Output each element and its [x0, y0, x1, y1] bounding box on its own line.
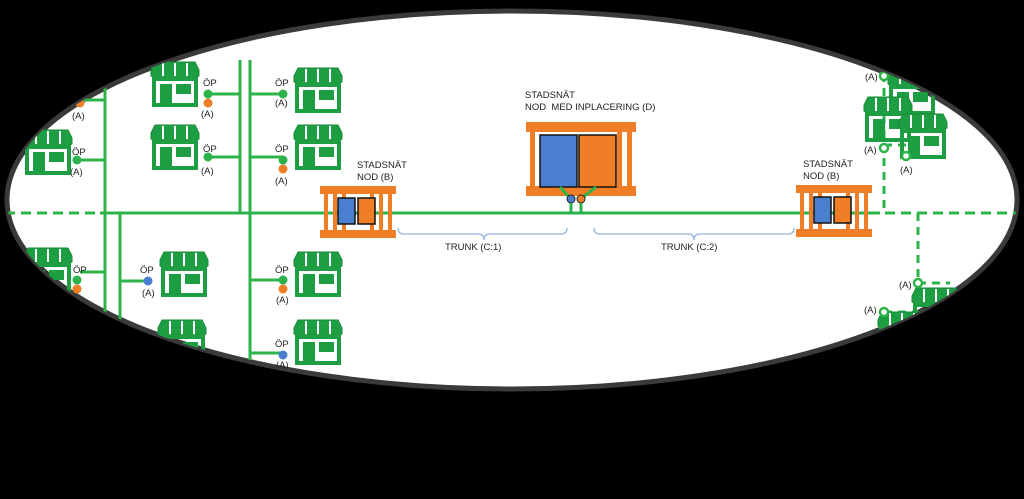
- access-point-dot-icon: [143, 276, 153, 286]
- access-point-group: ÖP (A) ÖP (A) ÖP (A) ÖP (A) ÖP (A) (A) Ö…: [70, 78, 289, 371]
- access-point-dot-icon: [278, 155, 288, 165]
- customer-label: (A): [70, 167, 83, 178]
- city-node-right-title: STADSNÄT: [803, 159, 853, 170]
- access-point-label: ÖP: [275, 144, 289, 155]
- access-point-dot-icon: [72, 284, 82, 294]
- trunk-1-label: TRUNK (C:1): [445, 242, 501, 253]
- access-point-dot-icon: [278, 275, 288, 285]
- access-point-dot-icon: [72, 275, 82, 285]
- access-point-dot-icon: [203, 152, 213, 162]
- access-point-dot-icon: [278, 284, 288, 294]
- right-access-points: [878, 70, 924, 318]
- city-node-right-subtitle: NOD (B): [803, 171, 839, 182]
- zoom-ellipse: [4, 8, 1020, 392]
- customer-label: (A): [201, 166, 214, 177]
- customer-label: (A): [276, 295, 289, 306]
- access-point-dot-icon: [278, 164, 288, 174]
- access-point-dot-icon: [878, 142, 890, 154]
- customer-label: (A): [201, 109, 214, 120]
- access-point-dot-icon: [72, 155, 82, 165]
- access-point-dot-icon: [878, 306, 890, 318]
- customer-label: (A): [865, 72, 878, 83]
- customer-label: (A): [72, 111, 85, 122]
- access-point-dot-icon: [278, 89, 288, 99]
- trunk-brace: [397, 227, 568, 241]
- node-cabinet-icon: [526, 122, 636, 213]
- customer-label: (A): [275, 176, 288, 187]
- access-point-dot-icon: [278, 350, 288, 360]
- access-point-label: ÖP: [140, 265, 154, 276]
- trunk-2-label: TRUNK (C:2): [661, 242, 717, 253]
- access-point-label: ÖP: [72, 147, 86, 158]
- city-node-left-subtitle: NOD (B): [357, 172, 393, 183]
- customer-label: (A): [142, 288, 155, 299]
- access-point-dot-icon: [203, 89, 213, 99]
- city-node-center-title: STADSNÄT: [525, 90, 575, 101]
- access-point-label: ÖP: [203, 144, 217, 155]
- access-point-label: ÖP: [275, 339, 289, 350]
- customer-label: (A): [899, 280, 912, 291]
- customer-label: (A): [864, 305, 877, 316]
- access-point-dot-icon: [203, 98, 213, 108]
- access-point-label: ÖP: [275, 265, 289, 276]
- trunk-brace: [593, 227, 795, 241]
- city-node-center-subtitle: NOD MED INPLACERING (D): [525, 102, 655, 113]
- customer-label: (A): [275, 98, 288, 109]
- customer-label: (A): [864, 145, 877, 156]
- city-node-left-title: STADSNÄT: [357, 160, 407, 171]
- access-point-dot-icon: [912, 277, 924, 289]
- access-point-label: ÖP: [73, 265, 87, 276]
- access-point-label: ÖP: [203, 78, 217, 89]
- customer-label: (A): [900, 165, 913, 176]
- access-point-label: ÖP: [275, 78, 289, 89]
- access-point-dot-icon: [900, 150, 912, 162]
- customer-label: (A): [276, 360, 289, 371]
